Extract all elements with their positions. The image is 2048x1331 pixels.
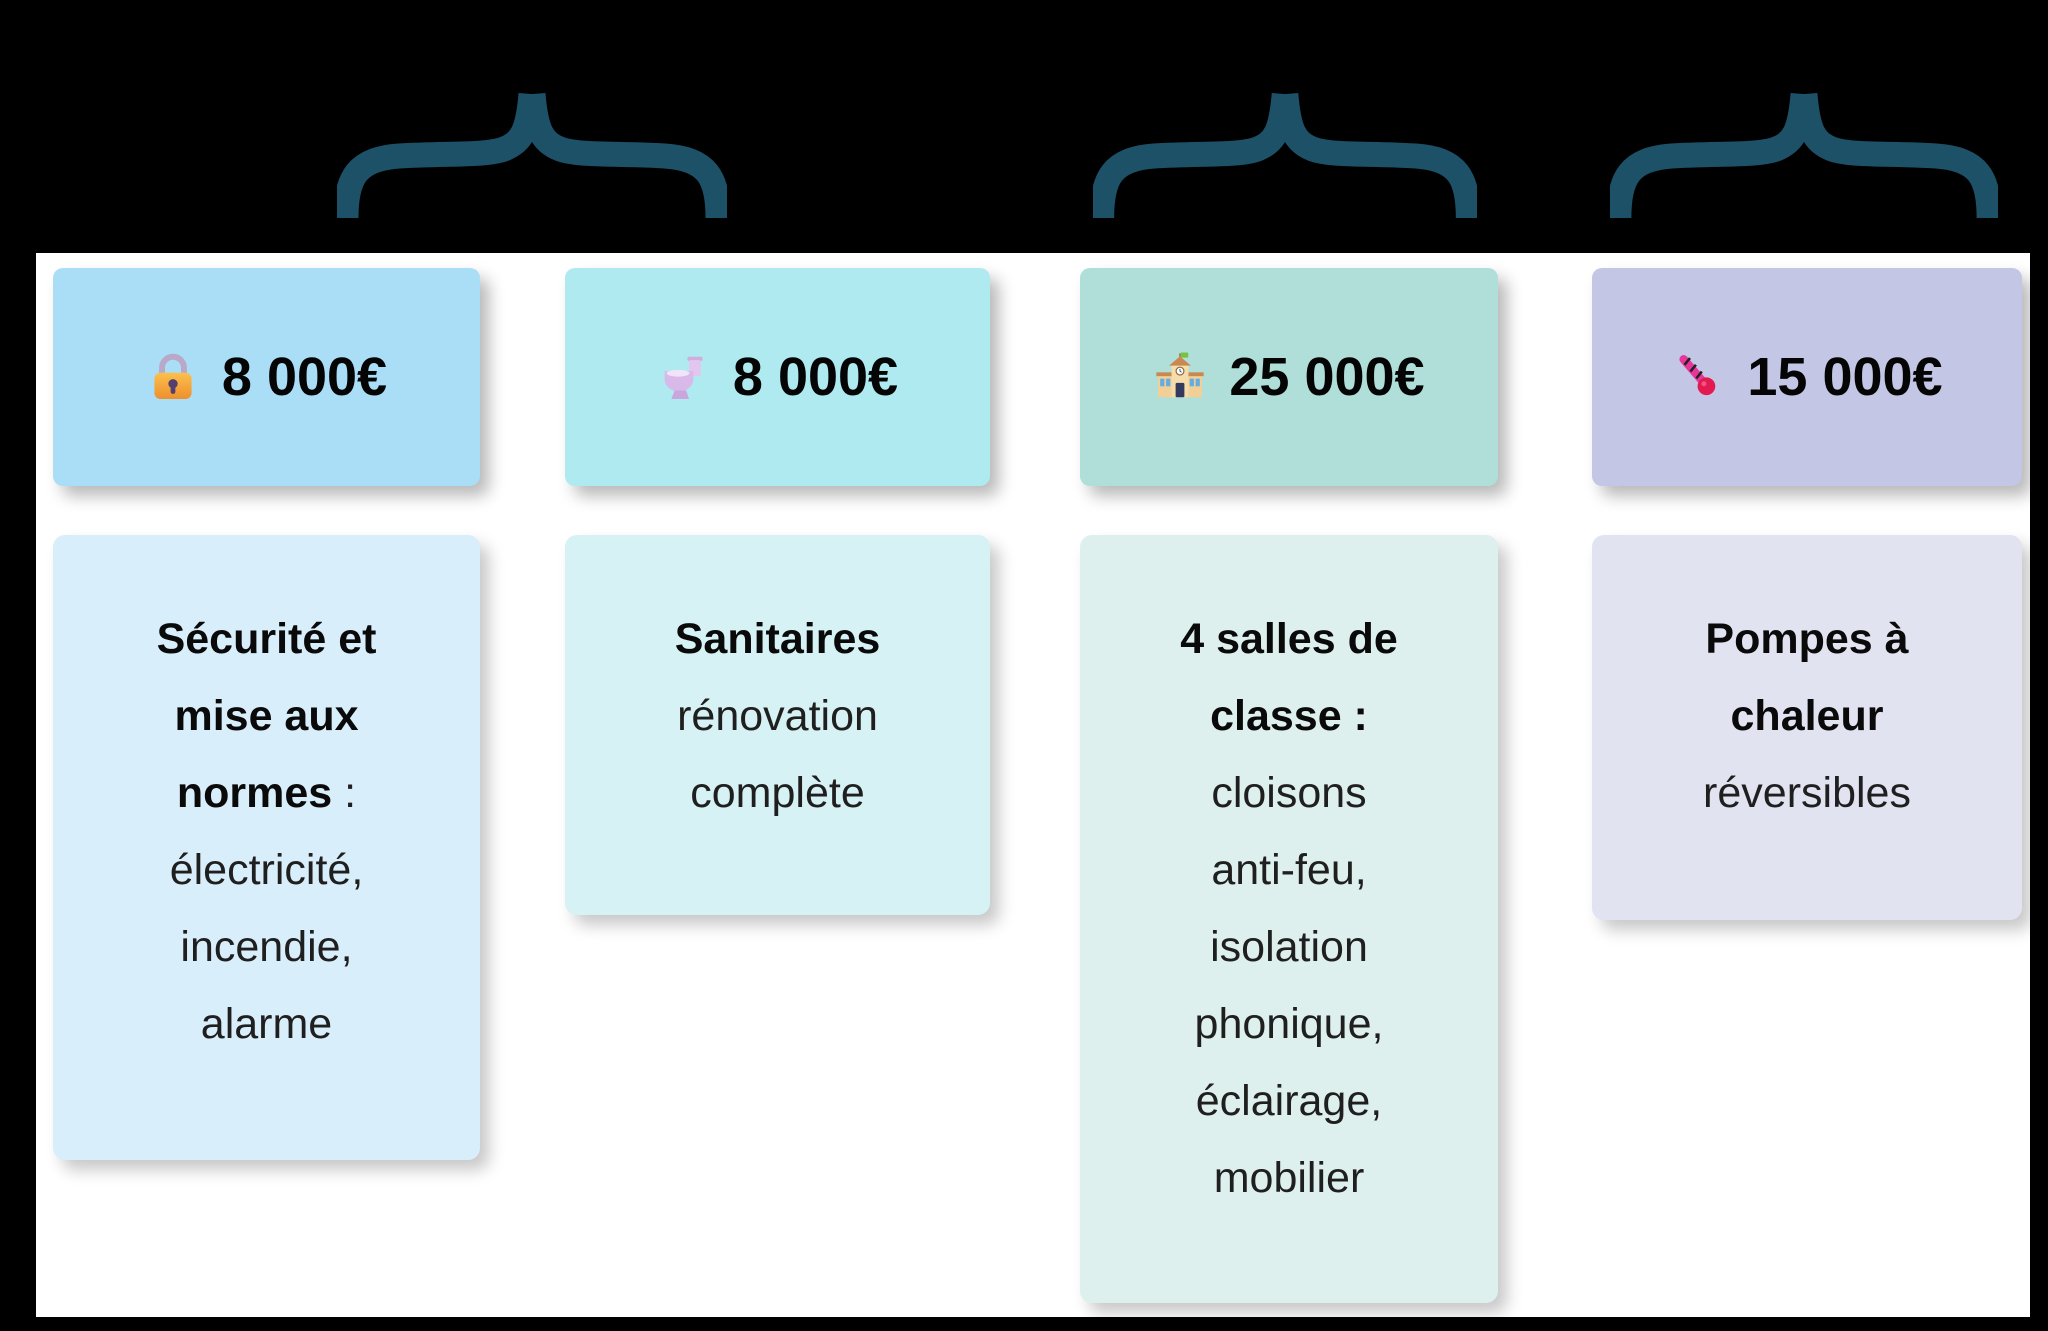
body-line: complète [690,769,865,817]
body-line: électricité, [169,846,364,894]
body-line: chaleur [1730,692,1884,740]
body-line: mise aux [174,692,359,740]
body-line: réversibles [1703,769,1911,817]
brace-group-renovation-left [337,92,727,219]
body-line: Sanitaires [674,615,881,663]
school-icon [1153,350,1207,404]
cost-amount: 8 000€ [221,347,388,407]
body-line: Sécurité et [156,615,377,663]
cost-card-securite: 8 000€ [53,268,480,486]
body-line: incendie, [180,923,353,971]
cost-card-sanitaires: 8 000€ [565,268,990,486]
description-card-sanitaires: Sanitaires rénovation complète [565,535,990,915]
cost-amount: 25 000€ [1229,347,1425,407]
body-line: cloisons [1211,769,1367,817]
cost-card-salles-de-classe: 25 000€ [1080,268,1498,486]
thermometer-icon [1671,350,1725,404]
cost-card-pompes-a-chaleur: 15 000€ [1592,268,2022,486]
cost-amount: 8 000€ [732,347,899,407]
body-line-suffix: : [332,769,357,817]
body-line: anti-feu, [1211,846,1367,894]
brace-curve [1610,92,1998,219]
body-line: alarme [200,1000,333,1048]
description-card-securite: Sécurité et mise aux normes : électricité, i… [53,535,480,1160]
body-line: rénovation [677,692,878,740]
body-line: isolation [1210,923,1368,971]
body-line: mobilier [1213,1154,1365,1202]
body-line: normes : [176,769,357,817]
brace-curve [337,92,727,219]
toilet-icon [657,350,711,404]
brace-group-classrooms [1093,92,1477,219]
body-line: Pompes à [1705,615,1909,663]
description-card-pompes-a-chaleur: Pompes à chaleur réversibles [1592,535,2022,920]
body-line: classe : [1210,692,1368,740]
description-card-salles-de-classe: 4 salles de classe : cloisons anti-feu, isol… [1080,535,1498,1303]
body-line: 4 salles de [1180,615,1398,663]
body-line: éclairage, [1195,1077,1383,1125]
brace-curve [1093,92,1477,219]
cost-amount: 15 000€ [1747,347,1943,407]
lock-icon [146,350,200,404]
body-line: phonique, [1194,1000,1384,1048]
brace-group-heatpumps [1610,92,1998,219]
